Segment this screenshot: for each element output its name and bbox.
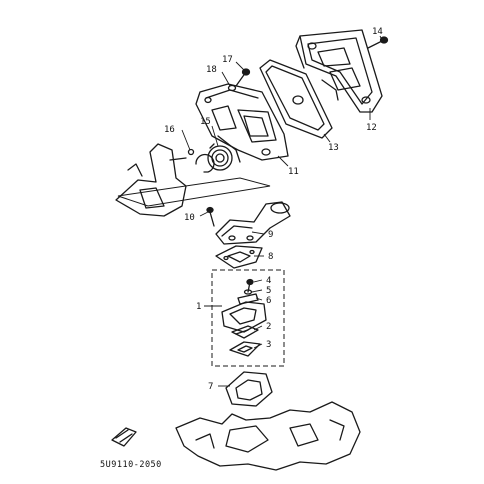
part-3-gasket <box>229 341 261 357</box>
part-6-stopper-plate <box>237 293 259 305</box>
callout-9: 9 <box>268 230 273 240</box>
callout-10: 10 <box>184 213 195 223</box>
part-5-washer <box>243 289 253 295</box>
part-15-clamp-ring <box>207 143 233 171</box>
bracket-reference <box>111 427 137 447</box>
part-12-air-filter-case <box>295 29 383 113</box>
part-11-air-filter-body <box>195 83 289 163</box>
callout-18: 18 <box>206 65 217 75</box>
part-16-circlip <box>187 148 215 173</box>
callout-16: 16 <box>164 125 175 135</box>
crankcase-reference <box>175 401 361 471</box>
part-17-screw <box>235 68 251 87</box>
callout-3: 3 <box>266 340 271 350</box>
part-1-reed-valve-assembly-boundary <box>211 269 285 367</box>
callout-13: 13 <box>328 143 339 153</box>
carburetor-reference <box>115 143 187 217</box>
part-9-intake-joint <box>215 201 291 245</box>
callout-6: 6 <box>266 296 271 306</box>
reed-valve-body <box>221 301 267 333</box>
part-8-gasket <box>215 245 263 269</box>
part-13-filter-element <box>259 59 333 139</box>
part-14-screw <box>367 36 389 49</box>
part-2-reed <box>231 325 259 339</box>
callout-4: 4 <box>266 276 271 286</box>
leader-lines <box>181 35 383 387</box>
callout-17: 17 <box>222 55 233 65</box>
callout-1: 1 <box>196 302 201 312</box>
callout-15: 15 <box>200 117 211 127</box>
callout-11: 11 <box>288 167 299 177</box>
callout-7: 7 <box>208 382 213 392</box>
drawing-code: 5U9110-2050 <box>100 460 162 470</box>
callout-14: 14 <box>372 27 383 37</box>
carburetor-boundary <box>117 177 271 207</box>
part-10-bolt <box>206 206 215 227</box>
part-18-washer <box>227 84 237 92</box>
callout-5: 5 <box>266 286 271 296</box>
callout-labels: 14 12 13 11 17 18 15 16 10 9 8 4 5 6 1 2… <box>164 27 383 392</box>
callout-2: 2 <box>266 322 271 332</box>
callout-8: 8 <box>268 252 273 262</box>
callout-12: 12 <box>366 123 377 133</box>
part-7-crankcase-gasket <box>225 371 273 407</box>
